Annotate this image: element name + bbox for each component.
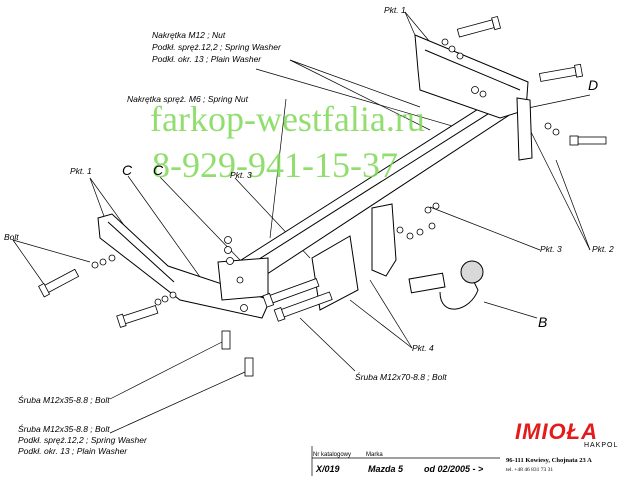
tow-ball: [408, 260, 484, 310]
company-logo: IMIOŁA: [515, 419, 598, 444]
nut-callout-line-2: Podkł. spręż.12,2 ; Spring Washer: [152, 42, 281, 52]
company-logo-sub: HAKPOL: [584, 442, 619, 449]
c-mid-label: C: [153, 162, 164, 178]
crossbar: [237, 34, 533, 281]
company-phone: tel. +48 46 831 73 31: [506, 467, 554, 473]
company-address: 96-111 Kowiesy, Chojnata 23 A: [506, 457, 592, 464]
pkt3-mid-label: Pkt. 3: [230, 170, 252, 180]
pkt3-right-label: Pkt. 3: [540, 244, 562, 254]
left-bracket: [97, 213, 271, 319]
bolt-m12x35-callout: Śruba M12x35-8.8 ; Bolt: [18, 395, 110, 405]
watermark-phone: 8-929-941-15-37: [152, 145, 398, 185]
bolt-group-line-2: Podkł. spręż.12,2 ; Spring Washer: [18, 435, 147, 445]
pkt1-top-label: Pkt. 1: [384, 5, 406, 15]
c-left-label: C: [122, 162, 133, 178]
catalog-number: X/019: [316, 464, 340, 474]
catalog-caption: Nr katalogowy: [313, 452, 352, 458]
bolt-m12x70-callout: Śruba M12x70-8.8 ; Bolt: [355, 372, 447, 382]
nut-callout-line-3: Podkł. okr. 13 ; Plain Washer: [152, 54, 262, 64]
bolt-left-label: Bolt: [4, 232, 19, 242]
b-label: B: [538, 314, 548, 330]
fasteners: [38, 15, 607, 377]
pkt1-left-label: Pkt. 1: [70, 166, 92, 176]
pkt4-label: Pkt. 4: [412, 343, 434, 353]
d-label: D: [588, 77, 599, 93]
drawing-frame: [311, 446, 500, 476]
vehicle-model: Mazda 5: [368, 464, 404, 474]
brand-caption: Marka: [366, 452, 383, 458]
pkt2-label: Pkt. 2: [592, 244, 614, 254]
spring-nut-callout: Nakrętka spręż. M6 ; Spring Nut: [127, 94, 248, 104]
bolt-group-line-1: Śruba M12x35-8.8 ; Bolt: [18, 424, 110, 434]
production-date: od 02/2005 - >: [424, 464, 484, 474]
center-bracket: [311, 203, 397, 311]
nut-callout-line-1: Nakrętka M12 ; Nut: [152, 30, 226, 40]
bolt-group-line-3: Podkł. okr. 13 ; Plain Washer: [18, 446, 128, 456]
watermark-url: farkop-westfalia.ru: [150, 99, 425, 139]
